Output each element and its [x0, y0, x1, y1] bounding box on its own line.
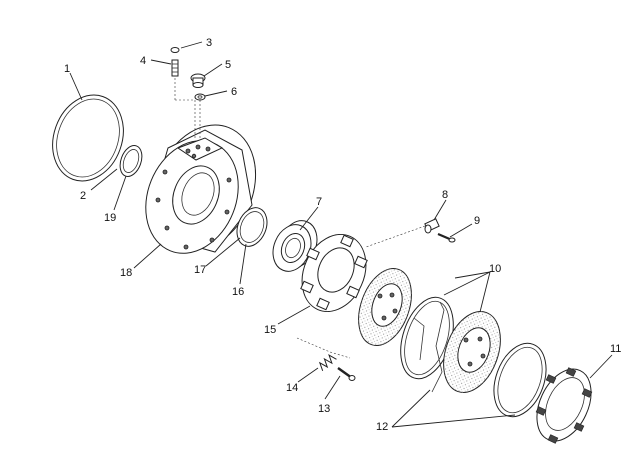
- callout-15: 15: [264, 324, 276, 336]
- part-13-bolt: [337, 367, 356, 381]
- part-9-screw: [437, 232, 456, 243]
- part-16-17-seal-rings: [236, 207, 268, 247]
- part-1-large-seal-ring: [52, 94, 124, 182]
- callout-13: 13: [318, 403, 330, 415]
- callout-9: 9: [474, 215, 480, 227]
- part-3-cap: [170, 47, 180, 53]
- callout-5: 5: [225, 59, 231, 71]
- callout-1: 1: [64, 63, 70, 75]
- part-6-washer: [194, 93, 206, 138]
- part-14-spring: [318, 353, 337, 372]
- callout-4: 4: [140, 55, 146, 67]
- part-4-bleed-screw: [171, 59, 196, 140]
- callout-11: 11: [610, 343, 621, 355]
- part-18-housing: [145, 124, 257, 254]
- part-12-steel-plate-a: [400, 296, 454, 393]
- part-10-friction-disc: [358, 268, 412, 346]
- callout-7: 7: [316, 196, 322, 208]
- part-11-bearing-ring: [535, 367, 593, 444]
- part-19-o-ring: [119, 145, 143, 177]
- callouts: 1 2 3 4 5 6 7 8 9 10 11 12 13 14 15 16 1…: [64, 37, 621, 433]
- callout-14: 14: [286, 382, 298, 394]
- part-10-friction-disc-b: [443, 311, 501, 393]
- callout-16: 16: [232, 286, 244, 298]
- callout-12: 12: [376, 421, 388, 433]
- callout-6: 6: [231, 86, 237, 98]
- callout-19: 19: [104, 212, 116, 224]
- leader-lines: [69, 41, 613, 428]
- callout-2: 2: [80, 190, 86, 202]
- part-15-pressure-plate: [300, 233, 368, 313]
- part-8-pin: [424, 218, 440, 234]
- part-5-plug: [190, 73, 206, 88]
- callout-8: 8: [442, 189, 448, 201]
- callout-10: 10: [489, 263, 501, 275]
- callout-3: 3: [206, 37, 212, 49]
- callout-17: 17: [194, 264, 206, 276]
- callout-18: 18: [120, 267, 132, 279]
